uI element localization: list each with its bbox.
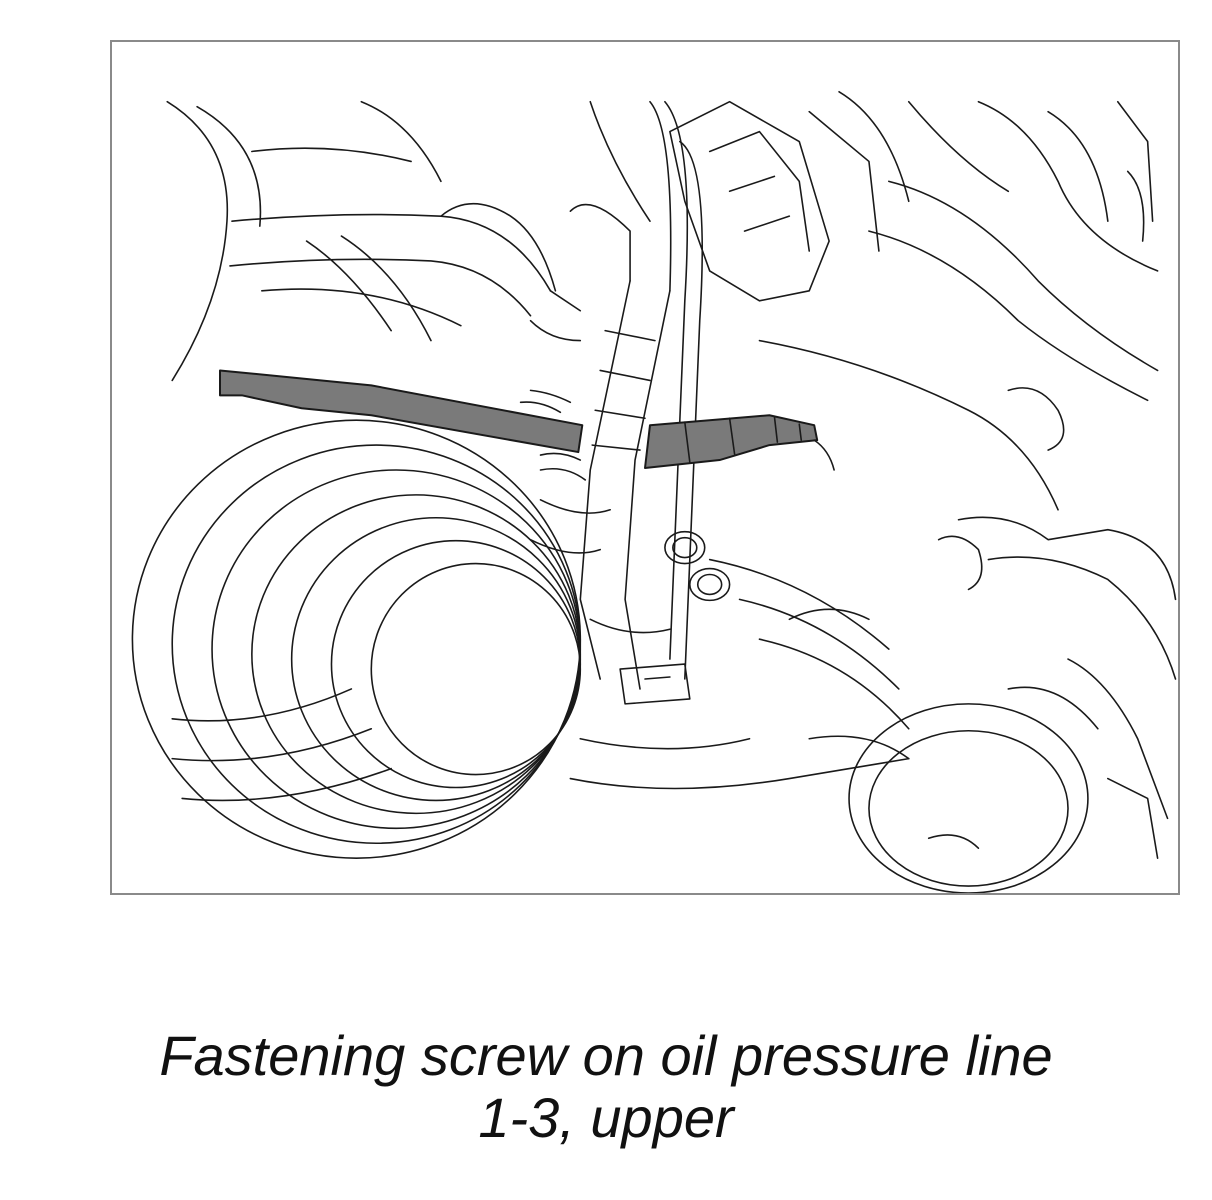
illustration-frame <box>110 40 1180 895</box>
central-bracket <box>549 100 703 690</box>
oil-line-fitting <box>519 389 835 481</box>
caption-line-2: 1-3, upper <box>478 1086 734 1149</box>
oil-pressure-line-highlight <box>219 369 819 469</box>
figure-caption: Fastening screw on oil pressure line 1-3… <box>0 1025 1212 1149</box>
right-side-components <box>619 100 1177 893</box>
caption-line-1: Fastening screw on oil pressure line <box>159 1024 1053 1087</box>
air-intake-hose <box>131 419 582 859</box>
electrical-connector <box>589 90 910 302</box>
upper-left-hose <box>166 100 582 382</box>
engine-line-drawing <box>131 90 1177 893</box>
lower-details <box>529 499 910 790</box>
